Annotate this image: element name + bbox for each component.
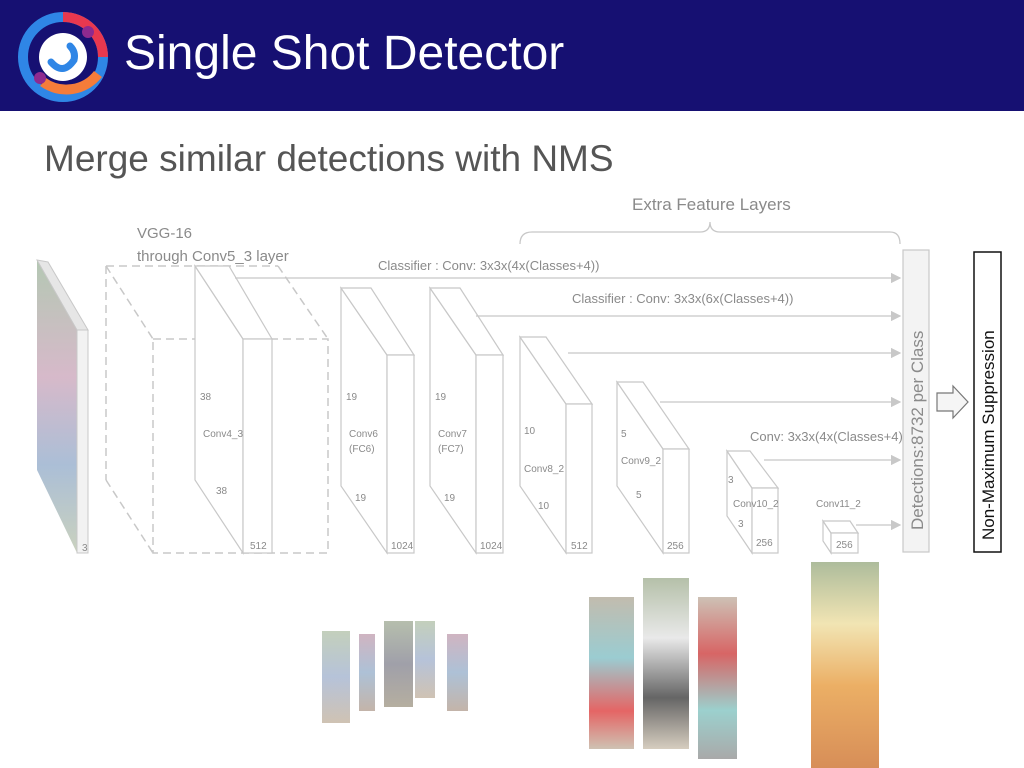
layer-conv10-2 [725,449,780,555]
conv8-2-depth: 512 [571,541,588,552]
conv9-2-name: Conv9_2 [621,456,661,467]
ssd-architecture-diagram: 3 VGG-16 through Conv5_3 layer 38 Conv4_… [36,195,1002,556]
vgg16-block [105,265,329,554]
person-crop-9 [811,562,879,768]
slide-subtitle: Merge similar detections with NMS [44,138,614,179]
input-image: 3 [36,259,89,554]
person-crop-4 [415,621,435,698]
layer-conv11-2 [821,519,860,555]
person-crop-1 [322,631,350,723]
conv8-2-name: Conv8_2 [524,464,564,475]
person-crop-5 [447,634,468,711]
conv10-2-name: Conv10_2 [733,499,779,510]
layer-conv8-2 [518,335,594,555]
conv10-2-bottom-dim: 3 [738,519,744,530]
classifier-label-2: Classifier : Conv: 3x3x(6x(Classes+4)) [572,291,793,306]
conv7-depth: 1024 [480,541,503,552]
conv8-2-top-dim: 10 [524,426,536,437]
classifier-arrows [235,272,902,531]
conv10-2-depth: 256 [756,538,773,549]
conv7-top-dim: 19 [435,392,447,403]
extra-feature-layers-label: Extra Feature Layers [632,195,791,214]
conv9-2-top-dim: 5 [621,429,627,440]
conv4-3-name: Conv4_3 [203,429,243,440]
person-crop-2 [359,634,375,711]
person-crop-7 [643,578,689,749]
input-depth-label: 3 [82,543,88,554]
nms-arrow-icon [936,384,969,420]
person-crop-6 [589,597,634,749]
conv7-name: Conv7 [438,429,467,440]
detections-box [902,249,930,553]
conv4-3-depth: 512 [250,541,267,552]
extra-feature-layers-brace [519,221,901,245]
conv6-name2: (FC6) [349,444,375,455]
classifier-label-3: Conv: 3x3x(4x(Classes+4)) [750,429,907,444]
nms-box [973,251,1002,553]
conv7-bottom-dim: 19 [444,493,456,504]
detection-crops [322,562,879,768]
conv9-2-bottom-dim: 5 [636,490,642,501]
conv6-depth: 1024 [391,541,414,552]
conv9-2-depth: 256 [667,541,684,552]
vgg-label-line2: through Conv5_3 layer [137,248,289,265]
conv11-2-depth: 256 [836,540,853,551]
detections-label: Detections:8732 per Class [908,331,927,530]
circular-swirl-logo-icon [18,12,108,102]
slide-header: Single Shot Detector [0,0,1024,111]
slide-title: Single Shot Detector [124,27,565,80]
conv4-3-bottom-dim: 38 [216,486,228,497]
vgg-label-line1: VGG-16 [137,225,192,242]
conv4-3-top-dim: 38 [200,392,212,403]
conv6-name: Conv6 [349,429,378,440]
conv8-2-bottom-dim: 10 [538,501,550,512]
conv10-2-top-dim: 3 [728,475,734,486]
conv6-top-dim: 19 [346,392,358,403]
layer-conv4-3 [193,263,274,556]
layer-conv7 [428,286,505,555]
classifier-label-1: Classifier : Conv: 3x3x(4x(Classes+4)) [378,258,599,273]
layer-conv9-2 [615,380,691,555]
layer-conv6 [339,286,416,555]
conv6-bottom-dim: 19 [355,493,367,504]
conv7-name2: (FC7) [438,444,464,455]
nms-label: Non-Maximum Suppression [979,330,998,540]
conv11-2-name: Conv11_2 [816,499,861,510]
person-crop-8 [698,597,737,759]
person-crop-3 [384,621,413,707]
